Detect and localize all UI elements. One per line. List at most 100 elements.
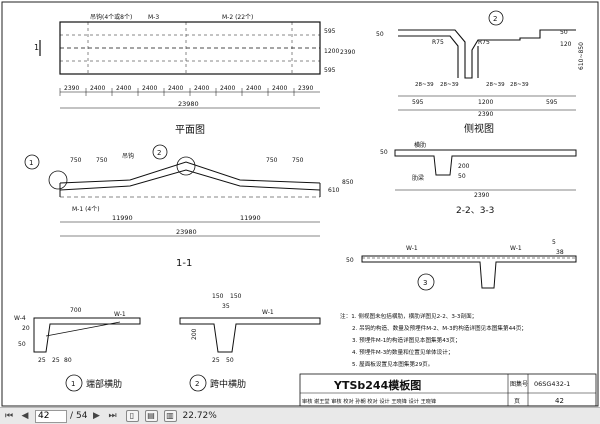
- detail-end-caption: 端部横肋: [86, 378, 122, 390]
- detail3-circle: 3: [423, 279, 427, 287]
- side-dim-50: 50: [376, 31, 384, 38]
- side-rib-a: 28~39: [415, 82, 434, 88]
- plan-right-dim-3: 595: [324, 67, 336, 74]
- first-page-icon[interactable]: ⏮: [4, 411, 14, 421]
- notes-block: 注：1. 侧视图未包括横肋，横肋详图见2-2、3-3剖面； 2. 吊钩的构造、数…: [340, 312, 527, 368]
- plan-segment-dim: 2390: [64, 85, 79, 92]
- detail-end-rib: 700 W-4 W-1 20 50 25 25 80 1 端部横肋: [14, 307, 141, 392]
- plan-hook-label: 吊钩(4个或8个): [90, 13, 132, 21]
- note-line-2: 2. 吊钩的构造、数量及预埋件M-2、M-3的构造详图见本图集第44页；: [352, 324, 527, 332]
- section11-m1-label: M-1 (4个): [72, 206, 100, 213]
- detail-end-w1: W-1: [114, 311, 126, 318]
- section22-rib-label: 横肋: [414, 141, 426, 149]
- section11-hook-label: 吊钩: [122, 152, 134, 160]
- side-rib-b: 28~39: [440, 82, 459, 88]
- plan-segment-dim: 2400: [142, 85, 157, 92]
- plan-right-dim-2: 1200: [324, 48, 339, 55]
- side-rib-c: 28~39: [486, 82, 505, 88]
- plan-view-title: 平面图: [175, 124, 205, 136]
- plan-total-dim: 23980: [178, 100, 199, 108]
- page-number-input[interactable]: [35, 409, 67, 423]
- plan-segment-dim: 2400: [168, 85, 183, 92]
- section11-total: 23980: [176, 228, 197, 236]
- title-block: YTSb244模板图 图集号 06SG432-1 页 42 审核 谢王堂 审核 …: [299, 373, 597, 407]
- side-view-title: 侧视图: [464, 122, 494, 135]
- section11-title: 1-1: [176, 258, 192, 269]
- section-1-1: 1 2 750 750 吊钩 750 750 M-1 (4个) 610 850 …: [24, 144, 354, 269]
- page-total: 54: [76, 411, 88, 421]
- zoom-level: 22.72%: [182, 411, 217, 421]
- section-2-2: 横肋 肋梁 50 200 50 2390 2-2、3-3: [380, 141, 577, 216]
- section22-title: 2-2、3-3: [456, 206, 494, 216]
- note-line-5: 5. 屋面板设置见本图集第29页。: [352, 360, 433, 368]
- atlas-number: 06SG432-1: [534, 380, 570, 388]
- plan-segment-dim: 2400: [194, 85, 209, 92]
- page-label: 页: [514, 398, 520, 405]
- plan-segment-dim: 2400: [220, 85, 235, 92]
- detail-mid-50: 50: [226, 357, 234, 364]
- section11-dim-b2: 750: [292, 157, 304, 164]
- plan-segment-dim: 2400: [272, 85, 287, 92]
- detail-mid-150a: 150: [212, 293, 224, 300]
- viewer-statusbar: ⏮ ◀ / 54 ▶ ⏭ ▯ ▤ ▥ 22.72%: [0, 407, 600, 424]
- single-page-icon[interactable]: ▯: [125, 410, 139, 422]
- detail-end-20: 20: [22, 325, 30, 332]
- detail-end-25b: 25: [52, 357, 60, 364]
- side-view: 2 R75 R75 50 50 120 610~850 28~39 28~39 …: [376, 10, 585, 135]
- last-page-icon[interactable]: ⏭: [108, 411, 117, 421]
- section22-dim-50b: 50: [458, 173, 466, 180]
- prev-page-icon[interactable]: ◀: [21, 411, 29, 421]
- detail-mid-w1: W-1: [262, 309, 274, 316]
- plan-segment-dim: 2400: [246, 85, 261, 92]
- section11-dim-a2: 750: [96, 157, 108, 164]
- review-row: 审核 谢王堂 审核 校对 孙朝 校对 设计 王晓锋 设计 王晓锋: [302, 397, 437, 405]
- section11-half-2: 11990: [240, 214, 261, 222]
- side-bottom-dim-3: 595: [546, 99, 558, 106]
- plan-segment-dim: 2390: [298, 85, 313, 92]
- detail-mid-35: 35: [222, 303, 230, 310]
- page-number: 42: [555, 397, 564, 405]
- section22-rib2-label: 肋梁: [412, 174, 424, 182]
- side-bottom-total: 2390: [478, 111, 493, 118]
- detail-mid-rib: 150 150 35 W-1 200 25 50 2 跨中横肋: [179, 293, 321, 392]
- detail-end-700: 700: [70, 307, 82, 314]
- facing-page-icon[interactable]: ▥: [163, 410, 177, 422]
- detail-mid-circle: 2: [195, 380, 199, 388]
- note-line-4: 4. 预埋件M-3的数量和位置见单体设计；: [352, 348, 453, 356]
- plan-right-total: 2390: [340, 49, 355, 56]
- plan-m2-label: M-2 (22个): [222, 14, 253, 21]
- next-page-icon[interactable]: ▶: [93, 411, 100, 421]
- detail-end-w4: W-4: [14, 315, 26, 322]
- plan-segment-dim: 2400: [90, 85, 105, 92]
- side-rib-d: 28~39: [510, 82, 529, 88]
- plan-view: 1 吊钩(4个或8个) M-3 M-2 (22个) 2390 2400 2400 24…: [34, 13, 355, 136]
- side-r75-a: R75: [432, 39, 444, 46]
- drawing-title: YTSb244模板图: [333, 378, 421, 392]
- page-separator: /: [70, 411, 74, 421]
- side-circle-label: 2: [493, 15, 497, 23]
- detail3-dim-50: 50: [346, 257, 354, 264]
- detail-end-80: 80: [64, 357, 72, 364]
- plan-section-mark: 1: [34, 43, 39, 52]
- detail-mid-caption: 跨中横肋: [210, 378, 246, 390]
- section11-dim-b1: 750: [266, 157, 278, 164]
- section22-dim-50: 50: [380, 149, 388, 156]
- section22-dim-200: 200: [458, 163, 470, 170]
- detail-end-50: 50: [18, 341, 26, 348]
- note-line-3: 3. 预埋件M-1的构造详图见本图集第43页；: [352, 336, 461, 344]
- section22-total: 2390: [474, 192, 489, 199]
- side-r75-b: R75: [478, 39, 490, 46]
- continuous-page-icon[interactable]: ▤: [144, 410, 158, 422]
- detail3-w1a: W-1: [406, 245, 418, 252]
- plan-m3-label: M-3: [148, 14, 159, 21]
- section11-dim-a1: 750: [70, 157, 82, 164]
- section11-circle-2: 2: [157, 149, 161, 157]
- section11-half-1: 11990: [112, 214, 133, 222]
- note-line-1: 注：1. 侧视图未包括横肋，横肋详图见2-2、3-3剖面；: [340, 312, 477, 320]
- detail-mid-200: 200: [191, 328, 198, 340]
- detail-mid-150b: 150: [230, 293, 242, 300]
- atlas-label: 图集号: [510, 380, 528, 388]
- detail3-dim-38: 38: [556, 249, 564, 256]
- side-height-50: 50: [560, 29, 568, 36]
